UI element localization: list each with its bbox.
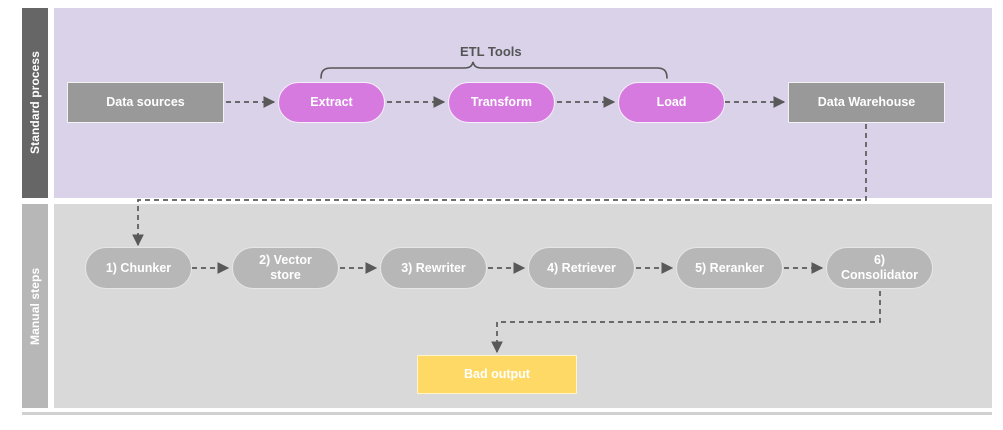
footer-divider bbox=[22, 412, 992, 415]
lane-label-manual-steps: Manual steps bbox=[22, 204, 48, 408]
node-data-sources[interactable]: Data sources bbox=[67, 82, 224, 123]
node-data-warehouse[interactable]: Data Warehouse bbox=[788, 82, 945, 123]
node-reranker[interactable]: 5) Reranker bbox=[676, 247, 783, 289]
lane-label-standard-process: Standard process bbox=[22, 8, 48, 198]
node-extract[interactable]: Extract bbox=[278, 82, 385, 123]
node-rewriter[interactable]: 3) Rewriter bbox=[380, 247, 487, 289]
node-consolidator[interactable]: 6) Consolidator bbox=[826, 247, 933, 289]
node-retriever[interactable]: 4) Retriever bbox=[528, 247, 635, 289]
node-transform[interactable]: Transform bbox=[448, 82, 555, 123]
node-load[interactable]: Load bbox=[618, 82, 725, 123]
node-vector-store[interactable]: 2) Vector store bbox=[232, 247, 339, 289]
etl-tools-label: ETL Tools bbox=[460, 44, 522, 59]
node-chunker[interactable]: 1) Chunker bbox=[85, 247, 192, 289]
node-bad-output[interactable]: Bad output bbox=[417, 355, 577, 394]
